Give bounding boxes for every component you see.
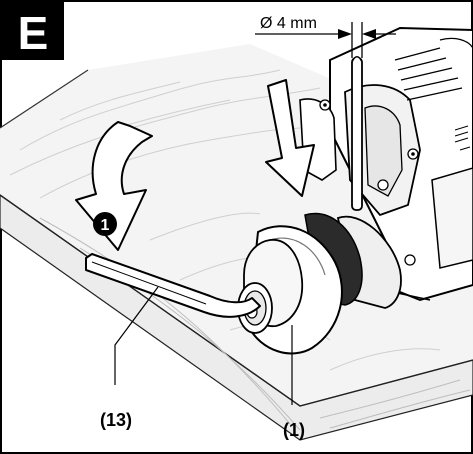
callout-leader-13	[114, 286, 159, 385]
step-number: 1	[101, 217, 110, 234]
callout-label-1: (1)	[283, 420, 305, 440]
figure-letter-badge: E	[2, 2, 64, 60]
callout-label-13: (13)	[100, 410, 132, 430]
figure-letter: E	[18, 7, 49, 59]
press-down-arrow	[265, 79, 315, 197]
dimension-indicator: Ø 4 mm	[255, 15, 396, 58]
hex-key	[85, 253, 261, 318]
dimension-label: Ø 4 mm	[260, 15, 317, 32]
drill-bit	[351, 56, 363, 211]
step-marker: 1	[93, 212, 117, 236]
